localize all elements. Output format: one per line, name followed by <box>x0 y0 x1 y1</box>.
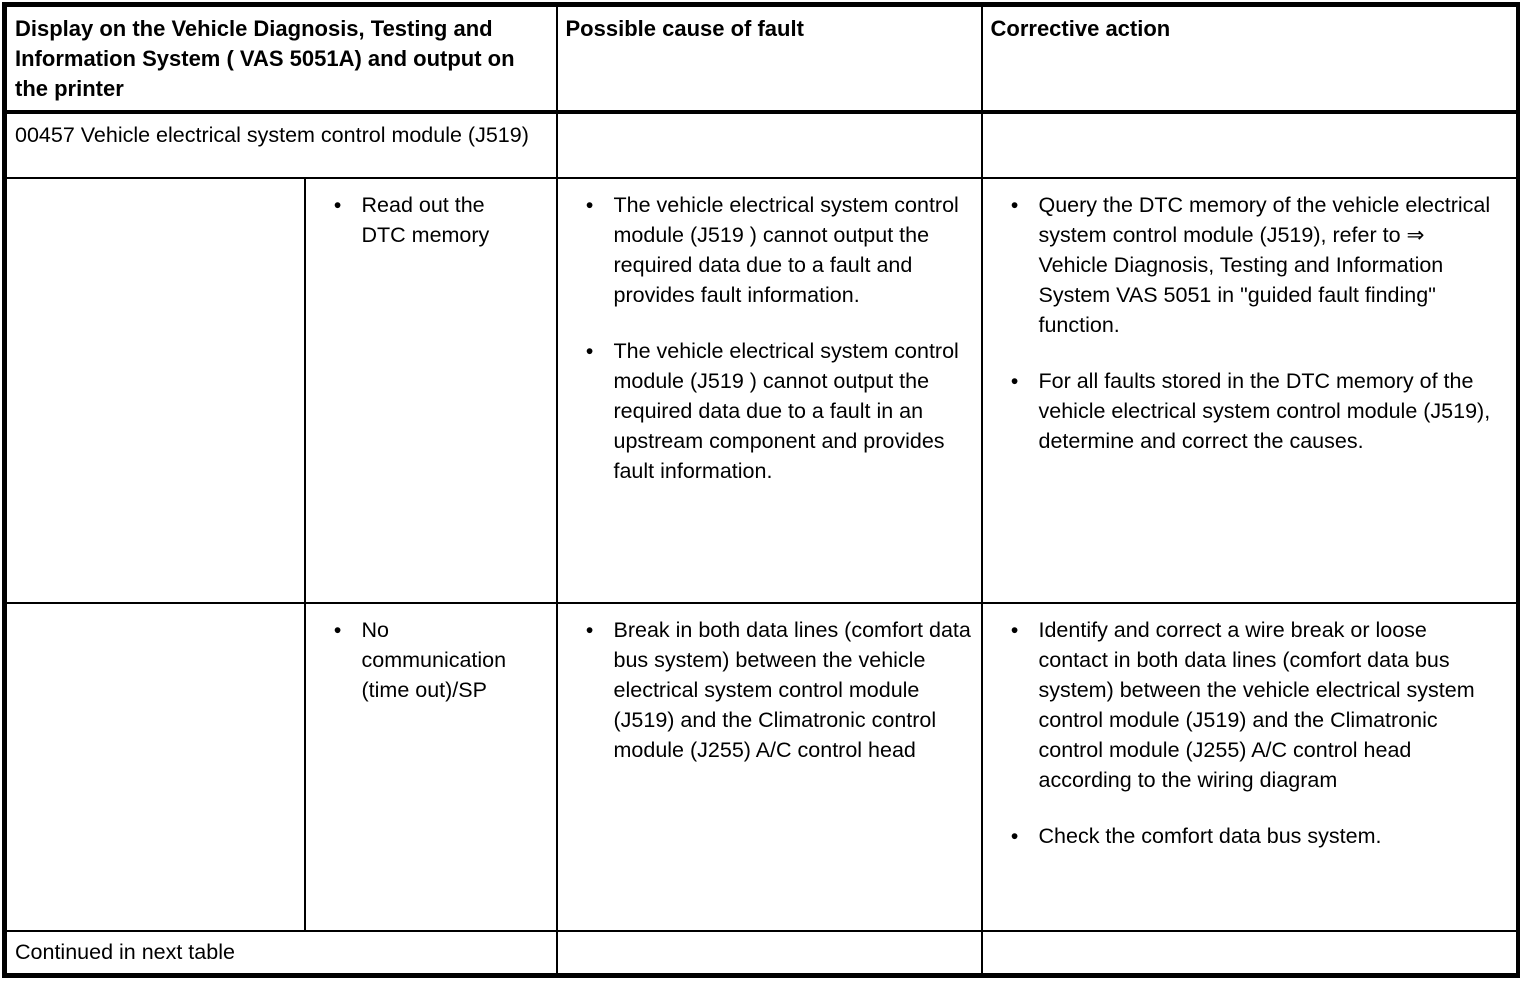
empty-cell <box>3 177 306 604</box>
list-item: ● Identify and correct a wire break or l… <box>1011 615 1517 795</box>
bullet-icon: ● <box>585 622 594 637</box>
header-display-column: Display on the Vehicle Diagnosis, Testin… <box>3 3 558 114</box>
list-item: ● Break in both data lines (comfort data… <box>585 615 980 765</box>
list-item: ● Check the comfort data bus system. <box>1011 821 1517 851</box>
empty-cell <box>3 602 306 932</box>
display-cell: ● No communication (time out)/SP <box>303 602 558 932</box>
empty-cell <box>980 111 1520 179</box>
cause-text: The vehicle electrical system control mo… <box>613 339 959 483</box>
bullet-icon: ● <box>585 343 594 358</box>
action-cell: ● Query the DTC memory of the vehicle el… <box>980 177 1520 604</box>
bullet-icon: ● <box>1010 197 1019 212</box>
table-header-row: Display on the Vehicle Diagnosis, Testin… <box>3 3 1520 114</box>
cause-cell: ● The vehicle electrical system control … <box>555 177 983 604</box>
list-item: ● The vehicle electrical system control … <box>585 336 980 486</box>
cause-text: The vehicle electrical system control mo… <box>613 193 959 307</box>
table-row-no-communication: ● No communication (time out)/SP ● Break… <box>3 602 1520 932</box>
bullet-icon: ● <box>333 622 342 637</box>
fault-code-cell: 00457 Vehicle electrical system control … <box>3 111 558 179</box>
bullet-icon: ● <box>585 197 594 212</box>
empty-cell <box>555 111 983 179</box>
list-item: ● No communication (time out)/SP <box>333 615 555 705</box>
cause-cell: ● Break in both data lines (comfort data… <box>555 602 983 932</box>
empty-cell <box>980 930 1520 976</box>
bullet-icon: ● <box>1010 828 1019 843</box>
table-row-read-dtc-memory: ● Read out the DTC memory ● The vehicle … <box>3 177 1520 604</box>
action-cell: ● Identify and correct a wire break or l… <box>980 602 1520 932</box>
header-action-column: Corrective action <box>980 3 1520 114</box>
header-cause-column: Possible cause of fault <box>555 3 983 114</box>
cause-text: Break in both data lines (comfort data b… <box>613 618 971 762</box>
list-item: ● The vehicle electrical system control … <box>585 190 980 310</box>
action-text: For all faults stored in the DTC memory … <box>1038 369 1491 453</box>
empty-cell <box>555 930 983 976</box>
list-item: ● Read out the DTC memory <box>333 190 555 250</box>
fault-code-row: 00457 Vehicle electrical system control … <box>3 111 1520 179</box>
display-text: Read out the DTC memory <box>361 193 490 247</box>
list-item: ● For all faults stored in the DTC memor… <box>1011 366 1517 456</box>
action-text: Identify and correct a wire break or loo… <box>1038 618 1475 792</box>
display-text: No communication (time out)/SP <box>361 618 507 702</box>
bullet-icon: ● <box>1010 373 1019 388</box>
continued-note: Continued in next table <box>3 930 558 976</box>
display-cell: ● Read out the DTC memory <box>303 177 558 604</box>
bullet-icon: ● <box>1010 622 1019 637</box>
action-text: Check the comfort data bus system. <box>1038 824 1382 848</box>
action-text: Query the DTC memory of the vehicle elec… <box>1038 193 1491 337</box>
footer-row: Continued in next table <box>3 930 1520 976</box>
bullet-icon: ● <box>333 197 342 212</box>
list-item: ● Query the DTC memory of the vehicle el… <box>1011 190 1517 340</box>
